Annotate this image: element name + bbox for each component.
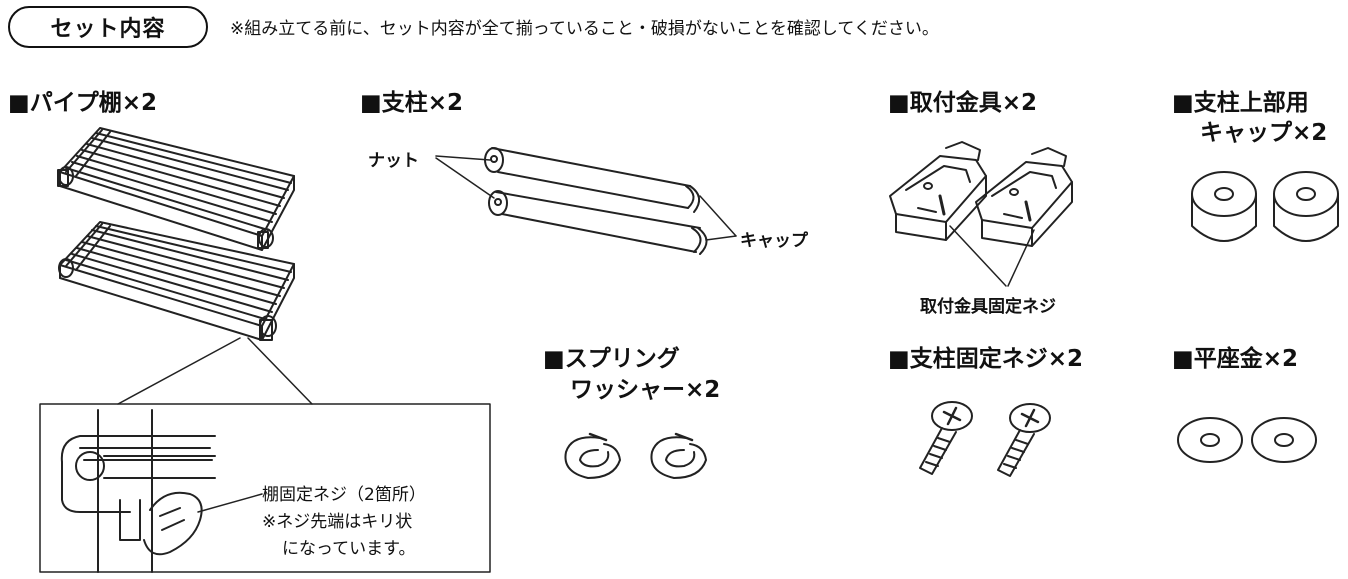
pre-assembly-note: ※組み立てる前に、セット内容が全て揃っていること・破損がないことを確認してくださ… (230, 19, 939, 39)
spring-washer-title-line2: ワッシャー×2 (570, 377, 721, 403)
pipe-shelf-lower (58, 221, 295, 341)
detail-line2: ※ネジ先端はキリ状 (262, 512, 413, 532)
post-fixing-screws (919, 401, 1051, 477)
pipe-shelf-upper (57, 127, 295, 251)
shelf-screw-detail-box (39, 403, 491, 573)
top-caps (1191, 171, 1339, 242)
bracket-title: ■取付金具×2 (888, 90, 1038, 116)
spring-washer-title-line1: ■スプリング (543, 346, 680, 372)
flat-washers (1177, 417, 1317, 463)
top-cap-title-line1: ■支柱上部用 (1172, 90, 1309, 116)
detail-line3: になっています。 (282, 539, 416, 559)
pipe-shelf-title: ■パイプ棚×2 (8, 90, 158, 116)
posts (435, 147, 737, 255)
spring-washers (564, 432, 707, 479)
top-cap-title-line2: キャップ×2 (1200, 120, 1328, 146)
detail-line1: 棚固定ネジ（2箇所） (262, 485, 426, 505)
bracket-screw-label: 取付金具固定ネジ (920, 297, 1056, 317)
set-contents-badge: セット内容 (8, 6, 208, 48)
nut-label: ナット (368, 151, 419, 171)
post-title: ■支柱×2 (360, 90, 464, 116)
cap-label: キャップ (740, 231, 808, 251)
flat-washer-title: ■平座金×2 (1172, 346, 1299, 372)
brackets (889, 141, 1073, 287)
post-screw-title: ■支柱固定ネジ×2 (888, 346, 1084, 372)
